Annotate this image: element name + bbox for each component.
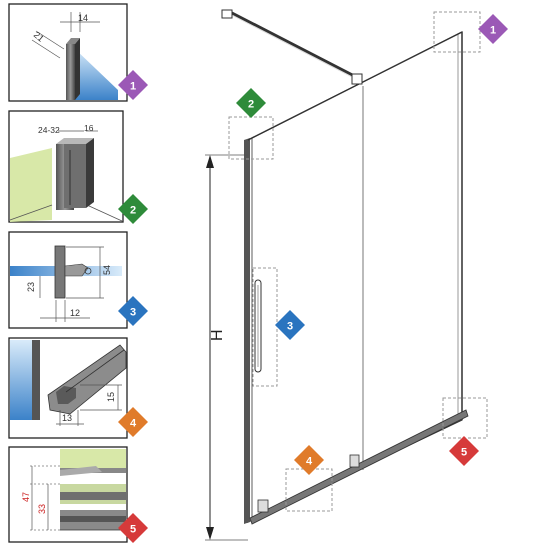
dim-14: 14 <box>78 13 88 23</box>
dim-33: 33 <box>37 504 47 514</box>
detail-panel-1: 14 21 <box>8 3 128 102</box>
detail-panel-2: 24-32 16 <box>8 110 124 223</box>
main-assembly: H <box>205 9 469 541</box>
svg-text:3: 3 <box>287 321 293 333</box>
svg-text:5: 5 <box>461 447 467 459</box>
glass-panel <box>247 31 463 523</box>
height-label: H <box>209 329 226 341</box>
dim-23: 23 <box>26 282 36 292</box>
dim-12: 12 <box>70 308 80 318</box>
svg-text:1: 1 <box>490 25 496 37</box>
bottom-bracket <box>257 499 269 513</box>
dim-16: 16 <box>84 123 94 133</box>
glass-pane <box>74 48 118 100</box>
badge-3: 3 <box>118 296 148 326</box>
svg-text:2: 2 <box>130 205 136 217</box>
dim-54: 54 <box>102 265 112 275</box>
svg-text:1: 1 <box>130 81 136 93</box>
badge-5-main: 5 <box>449 436 479 466</box>
svg-text:4: 4 <box>306 456 313 468</box>
dim-24-32: 24-32 <box>38 125 60 135</box>
badge-4-main: 4 <box>294 445 324 475</box>
wall-profile <box>66 44 75 100</box>
badge-1: 1 <box>118 70 148 100</box>
badge-4: 4 <box>118 407 148 437</box>
detail-panel-3: 54 23 12 <box>8 231 128 329</box>
svg-text:5: 5 <box>130 524 136 536</box>
svg-text:3: 3 <box>130 307 136 319</box>
wall-profile-left <box>244 138 250 524</box>
dim-21: 21 <box>32 30 46 44</box>
glass-clamp <box>351 73 363 85</box>
wall-surface <box>10 148 52 222</box>
dim-13: 13 <box>62 413 72 423</box>
badge-3-main: 3 <box>275 310 305 340</box>
svg-text:4: 4 <box>130 418 137 430</box>
floor-threshold <box>60 492 126 500</box>
svg-text:2: 2 <box>248 99 254 111</box>
detail-panel-5: 47 33 <box>8 446 128 543</box>
callout-box-1 <box>433 11 481 53</box>
badge-2: 2 <box>118 194 148 224</box>
badge-5: 5 <box>118 513 148 543</box>
badge-1-main: 1 <box>478 14 508 44</box>
dim-47: 47 <box>21 492 31 502</box>
detail-panel-4: 13 15 <box>8 337 128 439</box>
bottom-bracket <box>349 454 360 468</box>
wall-bracket <box>221 9 233 19</box>
glass-edge <box>10 340 32 420</box>
badge-2-main: 2 <box>236 88 266 118</box>
dim-15: 15 <box>106 392 116 402</box>
handle-bar <box>54 245 66 299</box>
